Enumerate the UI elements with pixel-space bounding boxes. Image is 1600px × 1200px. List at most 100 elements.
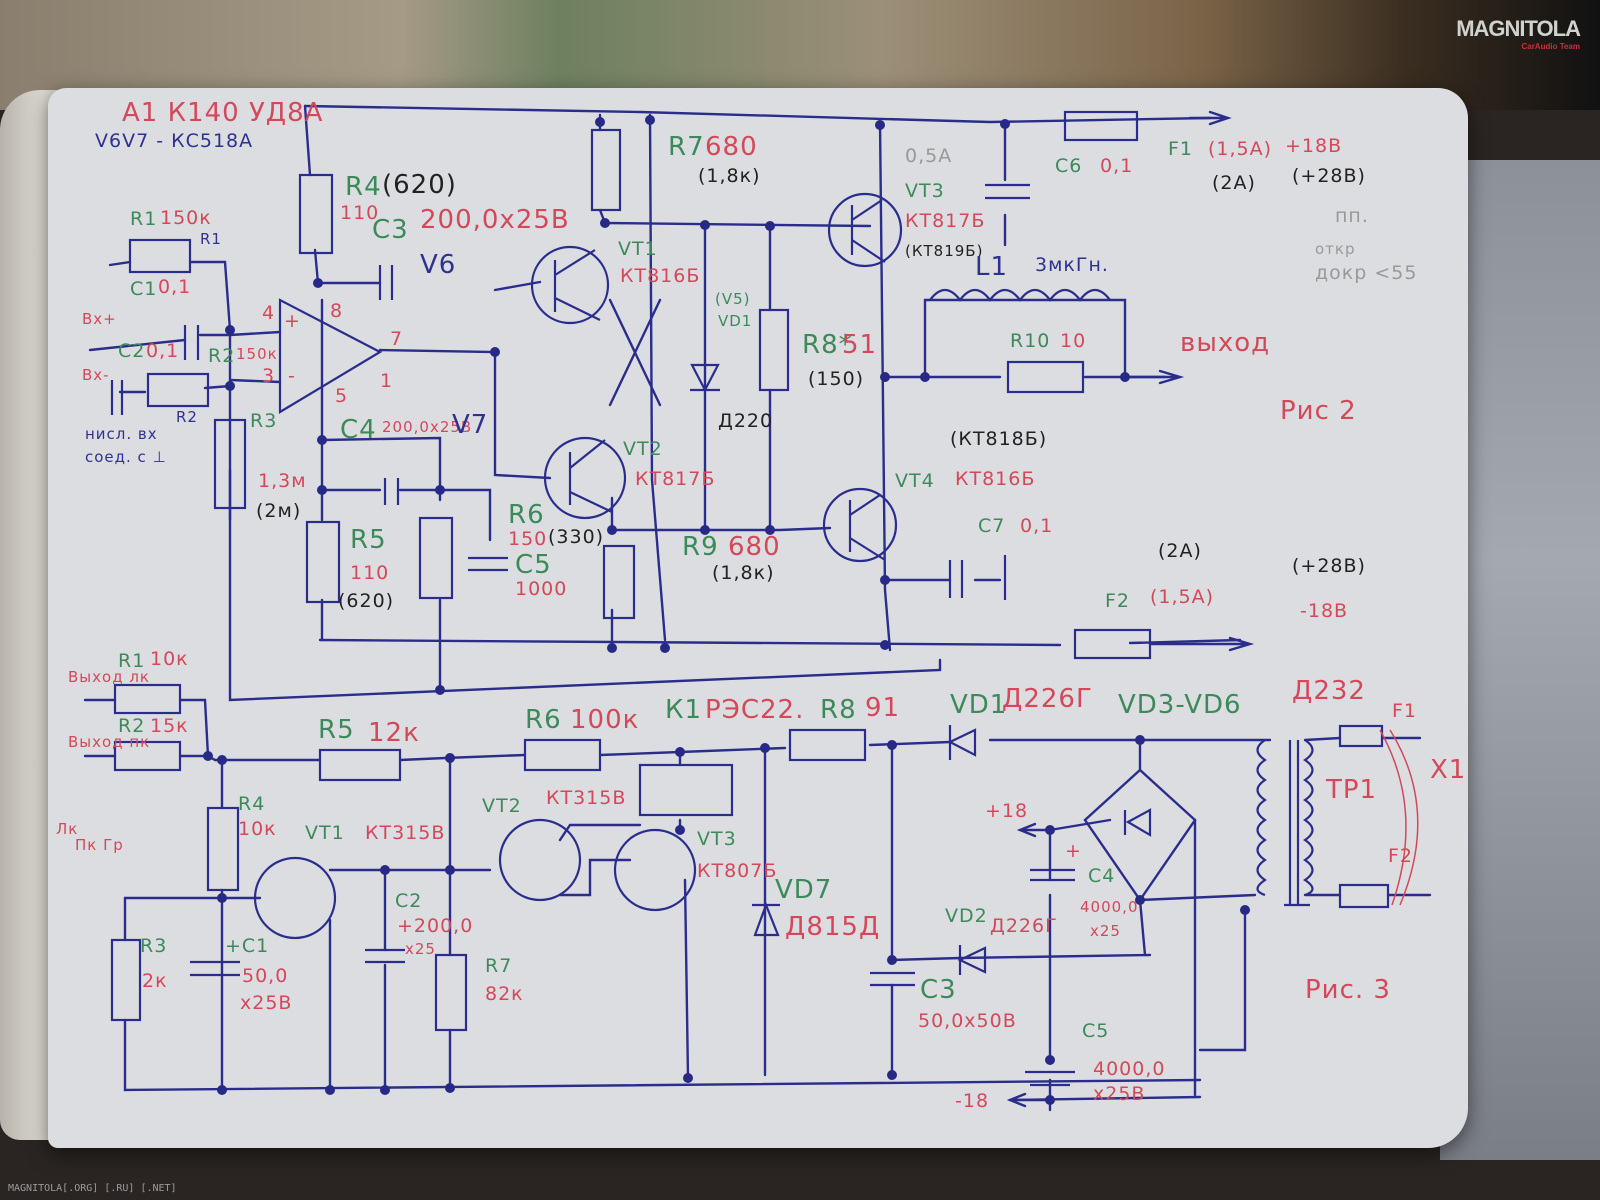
fig3-c5-voltage: х25В	[1093, 1083, 1146, 1105]
fig3-c1-name: +C1	[225, 935, 270, 957]
fig3-c5-value: 4000,0	[1093, 1058, 1166, 1080]
vt2-type: КТ817Б	[635, 468, 716, 490]
vt2-name: VT2	[623, 438, 663, 460]
l1-value: 3мкГн.	[1035, 254, 1109, 276]
fig2-diode-vd1	[690, 363, 720, 393]
fig3-vt2-type: КТ315В	[546, 787, 627, 809]
fig3-speaker-l: Лк	[56, 820, 79, 838]
r3-value: 1,3м	[258, 470, 307, 492]
pin-8: 8	[330, 300, 344, 322]
notebook-page	[48, 88, 1468, 1148]
fig3-r6-name: R6	[525, 705, 562, 735]
fig3-r3-value: 2к	[142, 970, 168, 992]
r6-name: R6	[508, 500, 545, 530]
r7-name: R7	[668, 132, 705, 162]
watermark: MAGNITOLA CarAudio Team	[1456, 16, 1581, 51]
fig3-r4-name: R4	[238, 793, 266, 815]
vd1-name: VD1	[718, 312, 753, 330]
c3-value: 200,0х25В	[420, 205, 570, 235]
pin-plus: +	[284, 310, 301, 332]
r4-name: R4	[345, 172, 382, 202]
pencil-note-3: докр <55	[1315, 262, 1418, 284]
fig2-zener-label: V6V7 - КС518А	[95, 130, 254, 152]
r2-alt: R2	[176, 408, 198, 426]
output-label: выход	[1180, 328, 1271, 358]
c1-value: 0,1	[158, 276, 192, 298]
fig2-title: Рис 2	[1280, 396, 1357, 426]
fig3-r1-name: R1	[118, 650, 146, 672]
junction-dots	[203, 115, 1250, 1105]
vt1-name: VT1	[618, 238, 658, 260]
f1-rail: +18В	[1285, 135, 1343, 157]
op-amp-a1	[278, 298, 383, 414]
f1-alt: (2А)	[1212, 172, 1256, 194]
f1-rail-alt: (+28В)	[1292, 165, 1366, 187]
r5-alt: (620)	[338, 590, 395, 612]
fig3-r7-name: R7	[485, 955, 513, 977]
x1-cable	[1379, 729, 1419, 906]
vd1-type: Д220	[718, 410, 774, 432]
fig3-vd1-type: Д226Г	[1002, 684, 1093, 714]
f1-name: F1	[1168, 138, 1194, 160]
fig3-vt1-name: VT1	[305, 822, 345, 844]
fig3-r3-name: R3	[140, 935, 168, 957]
fig3-bridge-type: Д232	[1292, 676, 1366, 706]
fig2-chip-label: A1 К140 УД8А	[122, 98, 324, 128]
r1-name: R1	[130, 208, 158, 230]
fig3-plus18: +18	[985, 800, 1029, 822]
pencil-note-1: пп.	[1335, 205, 1369, 227]
r10-value: 10	[1060, 330, 1087, 352]
r4-value: 110	[340, 202, 380, 224]
fig3-r6-value: 100к	[570, 705, 640, 735]
f2-name: F2	[1105, 590, 1131, 612]
r8-name: R8*	[802, 330, 853, 360]
vt3-alt: (КТ819Б)	[905, 242, 984, 260]
fig3-vt2-name: VT2	[482, 795, 522, 817]
pin-5: 5	[335, 385, 349, 407]
fig3-components	[110, 683, 1432, 1108]
c3-name: C3	[372, 215, 409, 245]
c6-name: C6	[1055, 155, 1083, 177]
fig3-vd1-name: VD1	[950, 690, 1008, 720]
fig3-speaker-r: Пк Гр	[75, 836, 124, 854]
arrow-output	[1128, 369, 1185, 385]
fig3-r5-name: R5	[318, 715, 355, 745]
fig2-transistors	[530, 192, 903, 563]
r6-alt: (330)	[548, 526, 605, 548]
fig3-c5-name: C5	[1082, 1020, 1110, 1042]
c7-name: C7	[978, 515, 1006, 537]
fig3-c3-name: C3	[920, 975, 957, 1005]
fig3-c4-name: C4	[1088, 865, 1116, 887]
pencil-note-2: откр	[1315, 240, 1356, 258]
fig2-resistors	[128, 110, 1152, 660]
r7-value: 680	[705, 132, 758, 162]
arrow-minus18	[1148, 636, 1255, 652]
fig3-bridge-name: VD3-VD6	[1118, 690, 1242, 720]
f2-value: (1,5А)	[1150, 586, 1215, 608]
c2-name: C2	[118, 340, 146, 362]
fig2-inductor-l1	[929, 288, 1111, 302]
fig3-c2-voltage: х25	[405, 940, 436, 958]
fig3-vd2-name: VD2	[945, 905, 988, 927]
input-note-1: нисл. вх	[85, 425, 158, 443]
fig3-title: Рис. 3	[1305, 975, 1391, 1005]
footer-url: MAGNITOLA[.ORG] [.RU] [.NET]	[8, 1183, 177, 1194]
pin-3: 3	[262, 365, 276, 387]
vt3-type: КТ817Б	[905, 210, 986, 232]
c6-value: 0,1	[1100, 155, 1134, 177]
fig3-vd7-name: VD7	[775, 875, 833, 905]
fig3-vd7-type: Д815Д	[785, 912, 881, 942]
r1-value: 150к	[160, 207, 212, 229]
fig3-vd2-type: Д226Г	[990, 915, 1058, 937]
fig3-c4-value: 4000,0	[1080, 898, 1139, 916]
pin-4: 4	[262, 302, 276, 324]
c5-value: 1000	[515, 578, 568, 600]
pin-minus: -	[288, 365, 296, 387]
input-plus-label: Вх+	[82, 310, 117, 328]
fig3-tr1: ТР1	[1326, 775, 1378, 805]
fig3-c2-value: +200,0	[397, 915, 474, 937]
fig3-r7-value: 82к	[485, 983, 524, 1005]
watermark-brand: MAGNITOLA	[1456, 16, 1581, 41]
vt1-type: КТ816Б	[620, 265, 701, 287]
fig2-wires	[88, 104, 1242, 702]
